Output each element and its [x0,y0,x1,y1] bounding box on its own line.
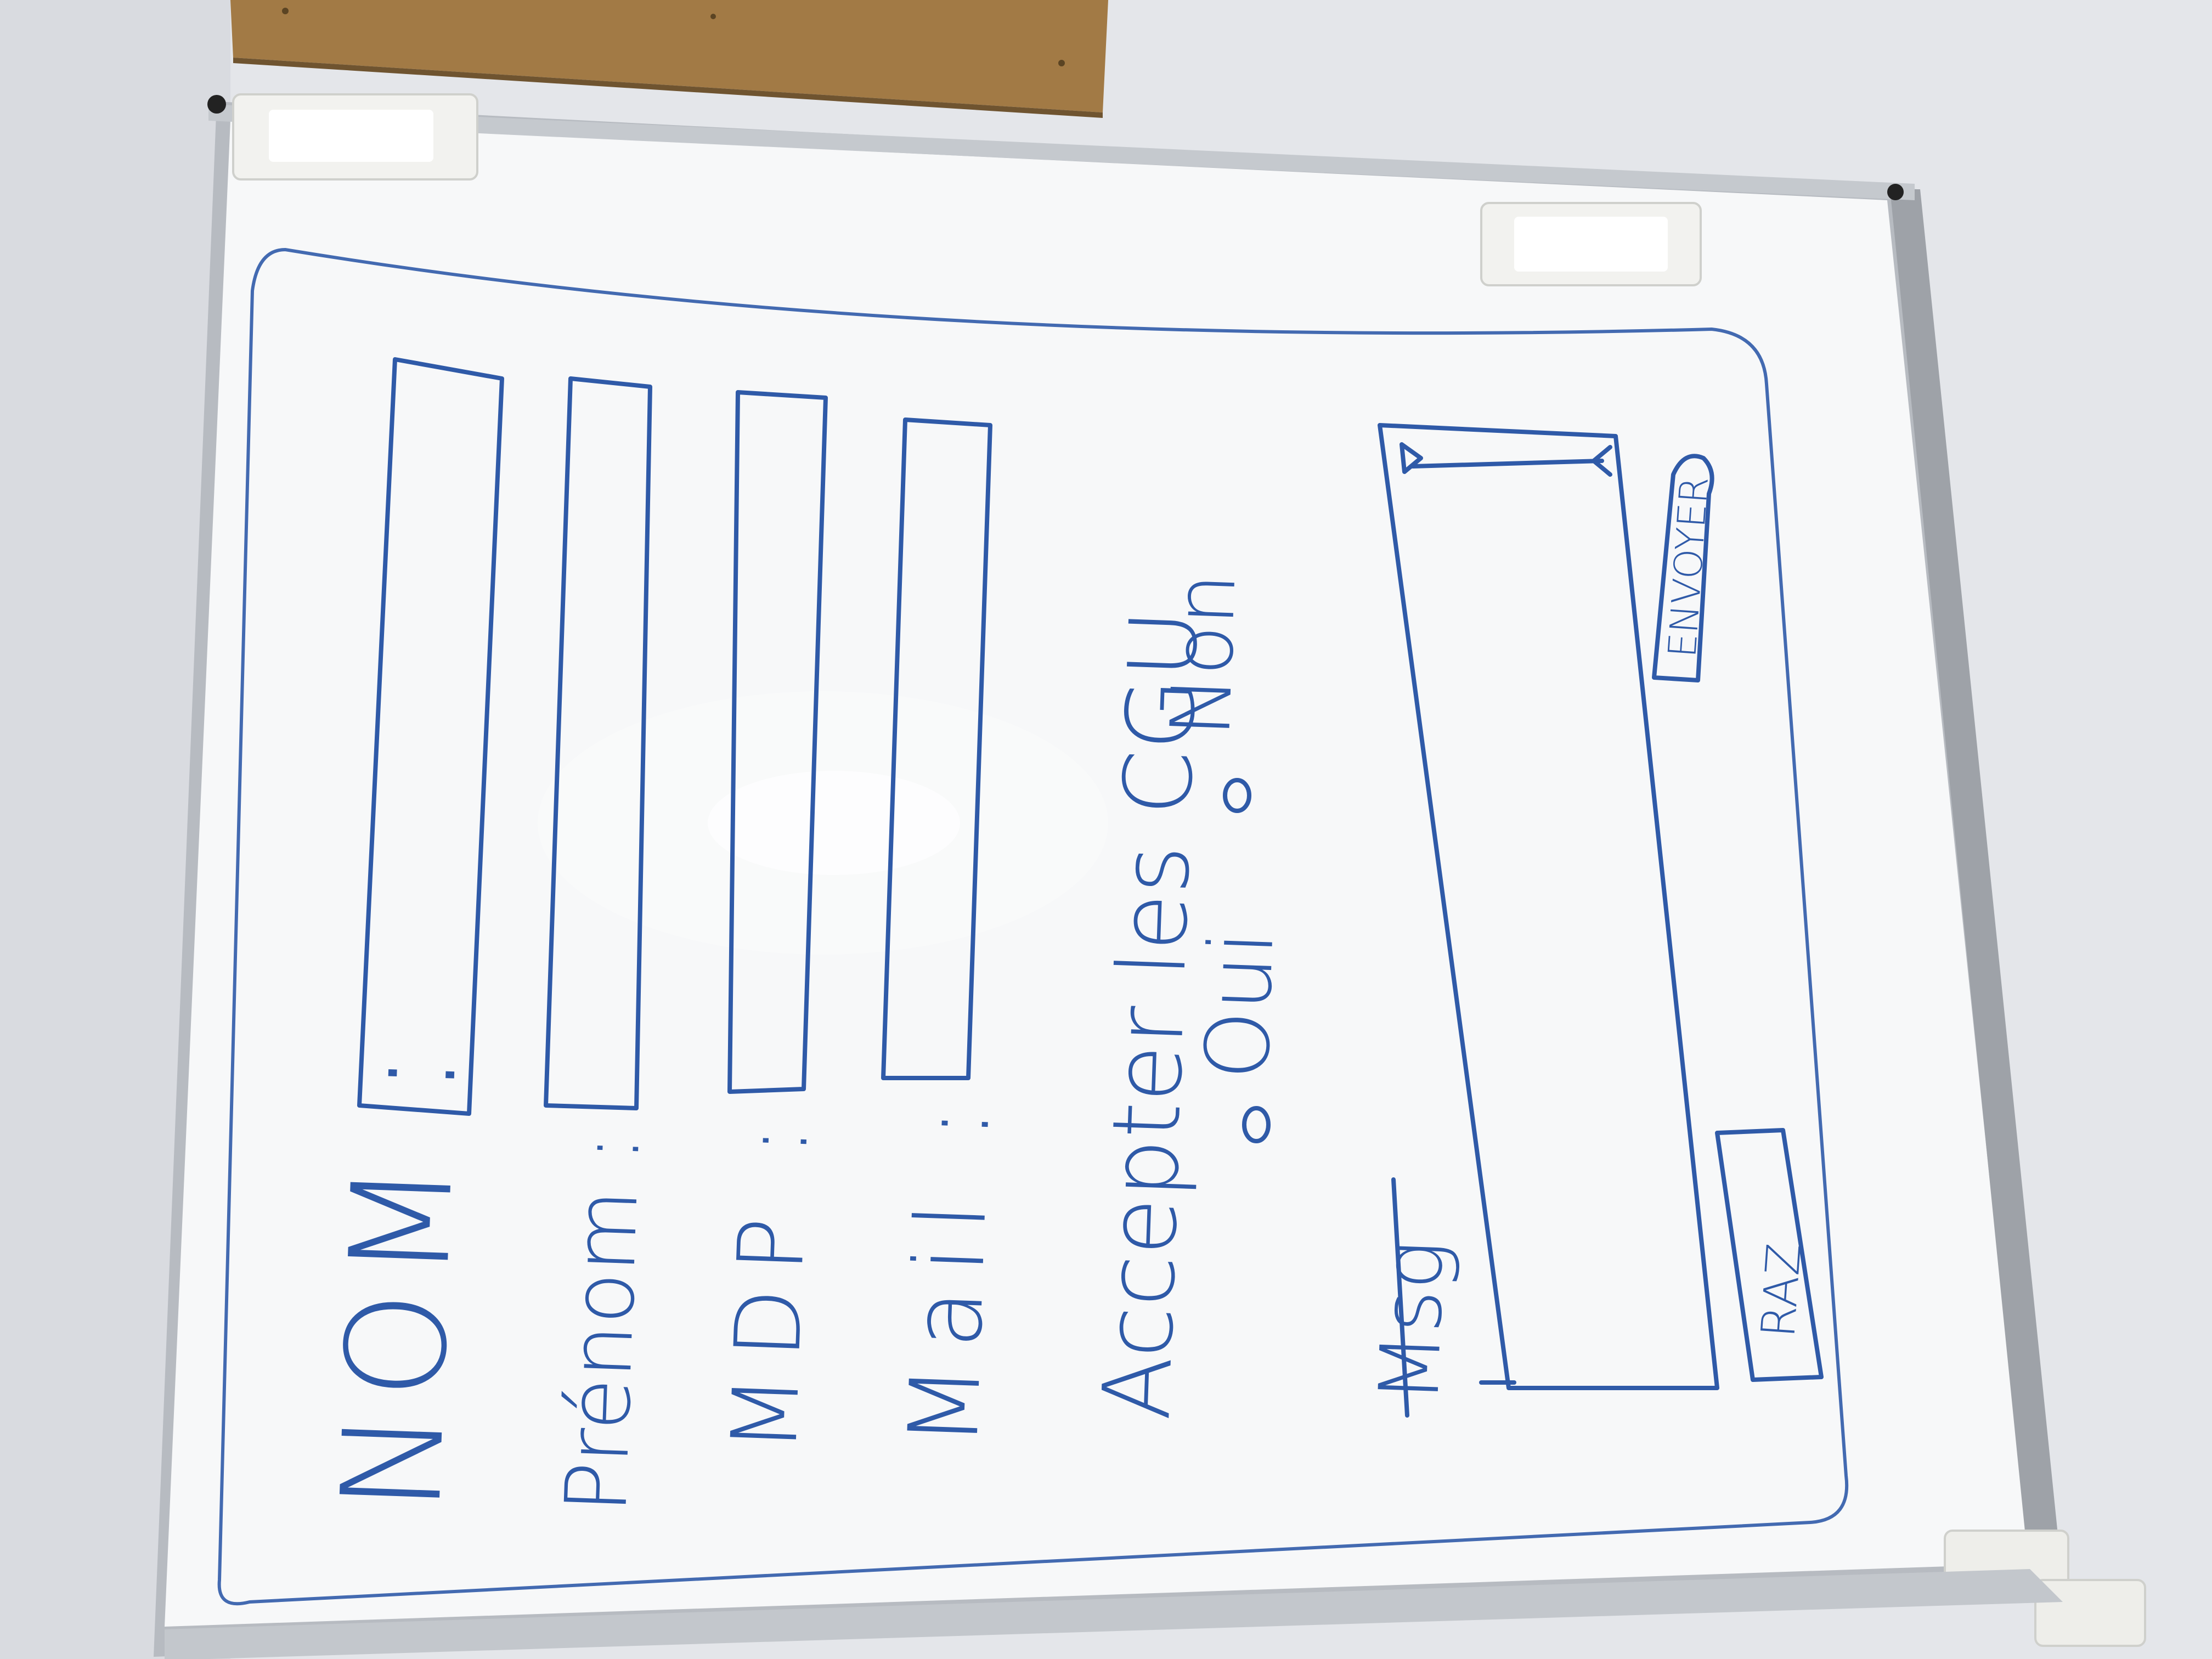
label-prenom: Prénom : [546,1132,659,1515]
cork-board [230,0,1108,118]
ui-sketch [217,248,1849,1606]
send-button-sketch [1652,454,1714,682]
nom-input-sketch [357,357,504,1116]
whiteboard [154,101,2063,1657]
radio-non-sketch [1223,778,1251,813]
label-msg: Msg [1362,1239,1463,1405]
label-mdp: MDP : [712,1107,829,1454]
radio-oui-sketch [1242,1106,1271,1143]
message-textarea-sketch [1378,423,1719,1390]
label-reset: RAZ [1751,1242,1812,1339]
mail-input-sketch [881,417,992,1080]
prenom-input-sketch [544,376,652,1110]
reset-button-sketch [1715,1128,1824,1382]
label-mail: Mail : [888,1089,1012,1449]
label-non: Non [1153,571,1254,738]
top-rail [207,93,1915,286]
mdp-input-sketch [727,390,828,1094]
label-oui: Oui [1186,929,1293,1081]
label-nom: NOM : [312,1036,488,1515]
bottom-clips [165,1530,2146,1659]
